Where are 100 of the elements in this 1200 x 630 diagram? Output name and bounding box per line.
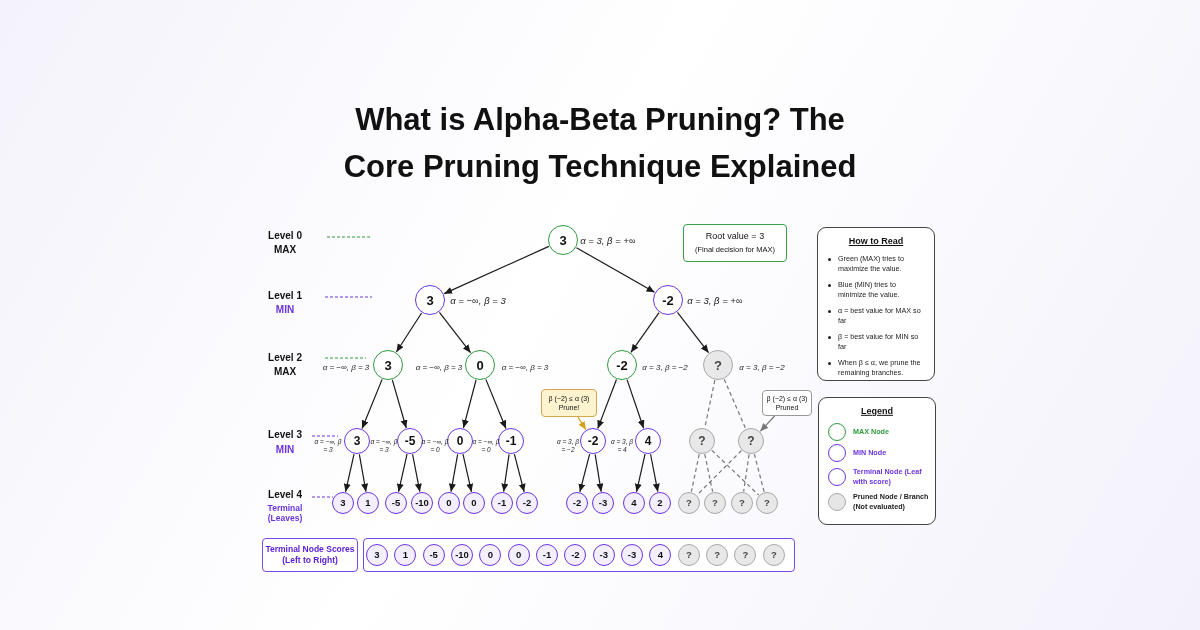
note-text: Root value = 3: [705, 230, 765, 243]
node-value: 0: [446, 498, 452, 508]
pruned-node-circle: [704, 492, 726, 514]
level-label: Level 0: [268, 230, 302, 242]
terminal-node-circle: [438, 492, 460, 514]
terminal-node-circle: [394, 544, 417, 566]
arrow: [443, 245, 550, 295]
node-value: 3: [353, 435, 361, 447]
node-value: ?: [685, 550, 692, 560]
node-value: 1: [365, 498, 371, 508]
node-value: -1: [497, 498, 507, 508]
node-value: 3: [426, 293, 434, 307]
node-value: -3: [598, 498, 608, 508]
node-value: 4: [657, 550, 664, 560]
node-value: 0: [487, 550, 493, 560]
terminal-node-circle: [357, 492, 379, 514]
terminal-node-circle: [516, 492, 538, 514]
node-value: -1: [505, 435, 517, 447]
panel-heading: How to Read: [847, 236, 905, 246]
node-value: -10: [455, 550, 469, 560]
node-value: 3: [340, 498, 346, 508]
node-value: 4: [631, 498, 637, 508]
node-value: ?: [686, 498, 692, 508]
arrow: [513, 453, 526, 493]
node-value: 0: [471, 498, 477, 508]
pruned-node-circle: [677, 544, 700, 566]
arrow: [578, 453, 591, 493]
arrow: [634, 453, 646, 493]
callout-arrow: [759, 415, 776, 432]
terminal-node-circle: [564, 544, 587, 566]
terminal-node-circle: [451, 544, 474, 566]
terminal-node-circle: [491, 492, 513, 514]
node-value: -2: [662, 293, 674, 307]
level-label: Level 4: [268, 489, 302, 501]
node-value: -5: [429, 550, 438, 560]
arrow: [396, 453, 408, 493]
node-value: 3: [559, 233, 567, 247]
alpha-beta-label: α = 3, β = +∞: [687, 295, 743, 307]
page-title: What is Alpha-Beta Pruning? The Core Pruning Technique Explained: [342, 101, 858, 186]
pruned-branch-line: [723, 378, 747, 430]
node-value: -3: [627, 550, 637, 560]
terminal-node-circle: [621, 544, 644, 566]
arrow: [438, 311, 472, 354]
arrow: [448, 453, 459, 493]
callout-arrow: [577, 416, 587, 431]
pruned-node-circle: [731, 492, 753, 514]
terminal-node-circle: [536, 544, 559, 566]
node-value: ?: [698, 435, 706, 447]
node-value: -5: [391, 498, 401, 508]
level-label: Level 1: [268, 290, 302, 302]
node-value: ?: [770, 550, 777, 560]
arrow: [361, 378, 383, 430]
node-value: 4: [644, 435, 652, 447]
node-value: -2: [616, 358, 628, 372]
terminal-node-circle: [332, 492, 354, 514]
terminal-node-circle: [592, 492, 614, 514]
arrow: [358, 453, 369, 493]
alpha-beta-label: α = 3, β = −2: [642, 363, 688, 373]
node-value: ?: [714, 550, 721, 560]
node-value: -2: [572, 498, 582, 508]
node-value: -5: [404, 435, 416, 447]
alpha-beta-label: α = −∞, β = 3: [415, 363, 463, 373]
alpha-beta-label: α = −∞, β = 3: [322, 363, 370, 373]
level-label: MIN: [275, 304, 295, 316]
legend-title: Legend: [861, 405, 893, 417]
arrow: [485, 378, 507, 430]
terminal-node-circle: [623, 492, 645, 514]
node-value: ?: [747, 435, 755, 447]
terminal-node-circle: [366, 544, 388, 566]
node-value: 3: [374, 550, 380, 560]
alpha-beta-label: α = 3, β = +∞: [580, 235, 636, 247]
arrow: [391, 379, 408, 429]
pruned-node-circle: [678, 492, 700, 514]
pruned-branch-line: [690, 453, 700, 493]
arrow: [630, 312, 660, 353]
terminal-node-circle: [385, 492, 407, 514]
terminal-node-circle: [463, 492, 485, 514]
pruned-branch-line: [753, 453, 765, 493]
level-label: MAX: [273, 244, 297, 256]
node-value: ?: [739, 498, 745, 508]
score-row-box: [363, 538, 795, 572]
level-label: Level 3: [268, 429, 302, 441]
node-value: 2: [657, 498, 663, 508]
level-label: Level 2: [268, 352, 302, 364]
pruned-branch-line: [711, 449, 760, 496]
level-label: Terminal (Leaves): [266, 504, 304, 524]
terminal-node-circle: [649, 544, 672, 566]
alpha-beta-label: α = 3, β = −2: [739, 363, 785, 373]
node-value: ?: [764, 498, 770, 508]
note-box: [683, 224, 787, 262]
pruned-node-circle: [756, 492, 778, 514]
pruned-branch-line: [696, 449, 743, 496]
node-value: -2: [571, 550, 580, 560]
terminal-node-circle: [507, 544, 530, 566]
node-value: -2: [522, 498, 532, 508]
arrow: [676, 311, 710, 354]
node-value: 0: [516, 550, 522, 560]
box-label: Terminal Node Scores (Left to Right): [264, 543, 356, 567]
terminal-node-circle: [422, 544, 445, 566]
node-value: -2: [587, 435, 599, 447]
